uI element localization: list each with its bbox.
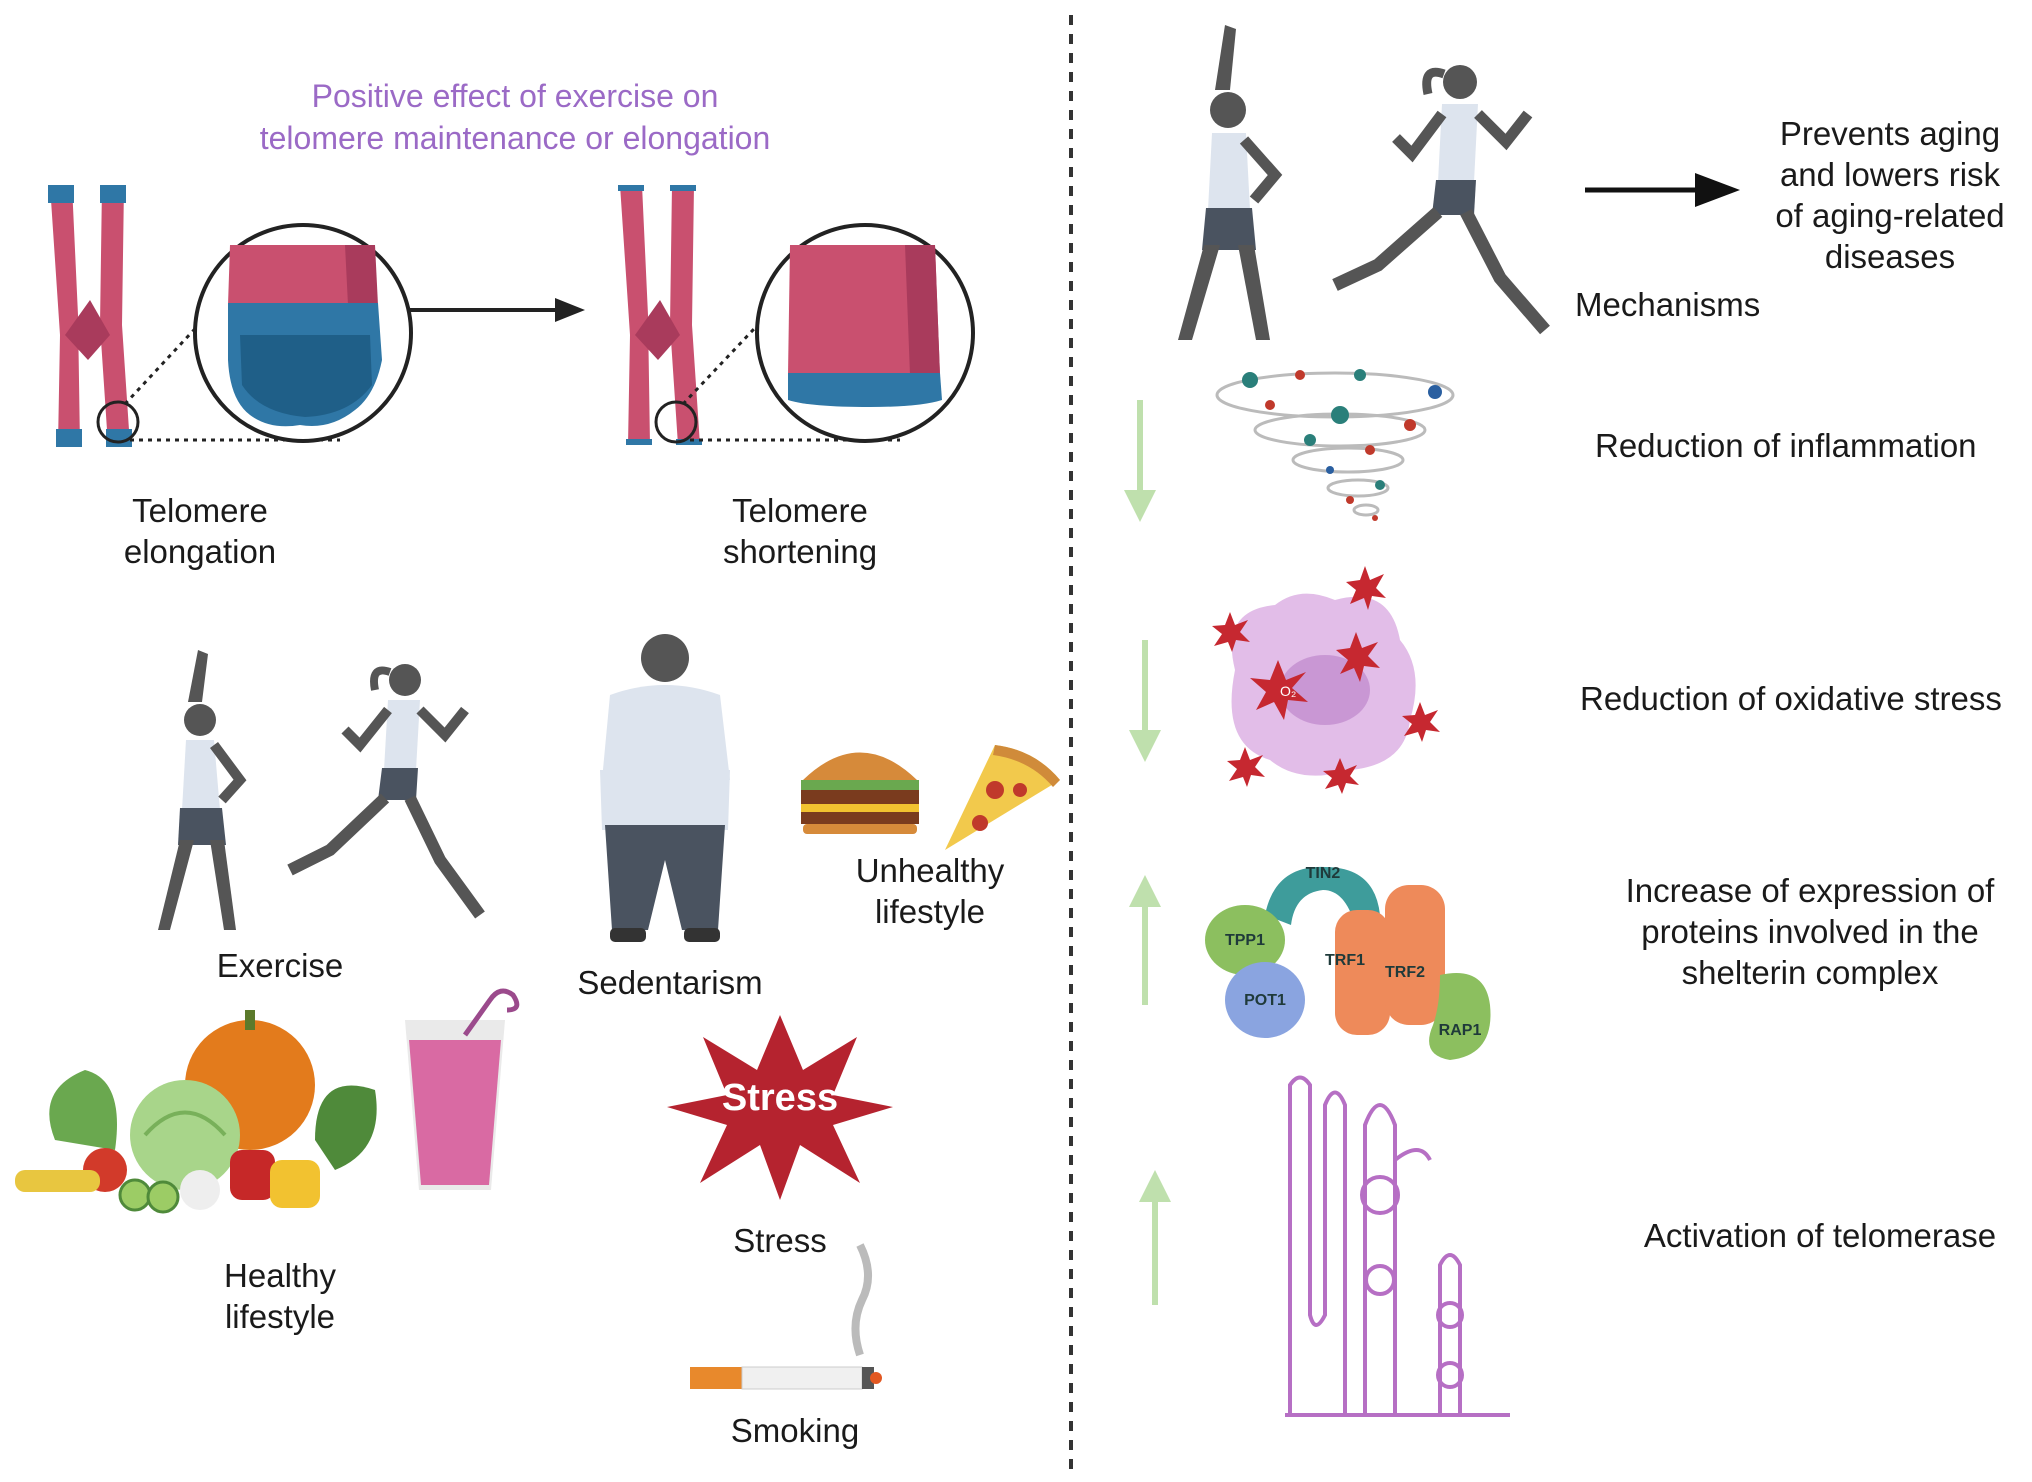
protein-rap1: RAP1 (1439, 1022, 1482, 1039)
label-sedentarism: Sedentarism (577, 964, 763, 1001)
stress-badge-text: Stress (721, 1077, 839, 1119)
label-healthy-lifestyle: Healthy lifestyle (170, 1255, 390, 1337)
protein-tin2: TIN2 (1306, 865, 1341, 882)
outcome-text: Prevents aging and lowers risk of aging-… (1760, 113, 2020, 277)
label-unhealthy-lifestyle: Unhealthy lifestyle (820, 850, 1040, 932)
label-shelterin-2: proteins involved in the (1641, 913, 1979, 950)
label-telomere-shortening-2: shortening (722, 533, 878, 570)
right-stretching-woman-icon (1178, 25, 1283, 340)
up-arrow-telomerase (1139, 1170, 1171, 1305)
down-arrow-inflammation (1124, 400, 1156, 522)
panel-header: Positive effect of exercise on telomere … (200, 75, 830, 159)
label-telomere-shortening-1: Telomere (732, 492, 868, 529)
outcome-line-3: of aging-related (1775, 197, 2005, 234)
vegetables-icon (15, 1010, 377, 1214)
protein-pot1: POT1 (1244, 992, 1286, 1009)
sedentary-person-icon (600, 634, 730, 942)
label-telomere-shortening: Telomere shortening (680, 490, 920, 572)
label-mechanisms: Mechanisms (1575, 286, 1761, 323)
telomerase-rna-icon (1285, 1075, 1510, 1417)
label-stress: Stress (733, 1222, 827, 1259)
label-telomere-elongation-2: elongation (123, 533, 277, 570)
down-arrow-oxidative (1129, 640, 1161, 762)
ros-label: O₂ (1280, 683, 1296, 699)
header-line-2: telomere maintenance or elongation (259, 120, 771, 156)
label-unhealthy-1: Unhealthy (855, 852, 1005, 889)
inflammation-tornado-icon (1215, 369, 1455, 521)
stress-starburst-icon (667, 1015, 893, 1200)
pizza-icon (945, 745, 1060, 850)
label-telomere-elongation-1: Telomere (132, 492, 268, 529)
label-shelterin-3: shelterin complex (1681, 954, 1939, 991)
stretching-woman-icon (158, 650, 247, 930)
protein-tpp1: TPP1 (1225, 932, 1265, 949)
label-telomere-elongation: Telomere elongation (80, 490, 320, 572)
header-line-1: Positive effect of exercise on (311, 78, 719, 114)
label-telomerase: Activation of telomerase (1643, 1217, 1997, 1254)
cigarette-icon (690, 1243, 882, 1390)
outcome-arrow (1585, 173, 1740, 207)
outcome-line-4: diseases (1824, 238, 1956, 275)
running-woman-icon (287, 664, 485, 919)
protein-trf2: TRF2 (1385, 964, 1425, 981)
chromosome-elongated (48, 185, 413, 447)
chromosome-arrow (410, 298, 585, 322)
label-healthy-2: lifestyle (224, 1298, 336, 1335)
outcome-line-1: Prevents aging (1779, 115, 2001, 152)
oxidative-cell-icon: O₂ (1212, 566, 1440, 794)
label-oxidative-stress: Reduction of oxidative stress (1580, 680, 2002, 717)
label-unhealthy-2: lifestyle (874, 893, 986, 930)
label-exercise: Exercise (216, 947, 344, 984)
outcome-line-2: and lowers risk (1779, 156, 2001, 193)
label-inflammation: Reduction of inflammation (1595, 427, 1977, 464)
chromosome-shortened (618, 185, 975, 445)
label-healthy-1: Healthy (224, 1257, 336, 1294)
shelterin-complex-icon: TIN2 TPP1 TRF1 TRF2 POT1 RAP1 (1205, 865, 1491, 1060)
label-shelterin-1: Increase of expression of (1625, 872, 1995, 909)
label-smoking: Smoking (730, 1412, 860, 1449)
smoothie-icon (405, 988, 520, 1190)
protein-trf1: TRF1 (1325, 952, 1365, 969)
right-running-woman-icon (1332, 65, 1550, 335)
label-shelterin: Increase of expression of proteins invol… (1610, 870, 2010, 993)
up-arrow-shelterin (1129, 875, 1161, 1005)
burger-icon (801, 752, 919, 834)
